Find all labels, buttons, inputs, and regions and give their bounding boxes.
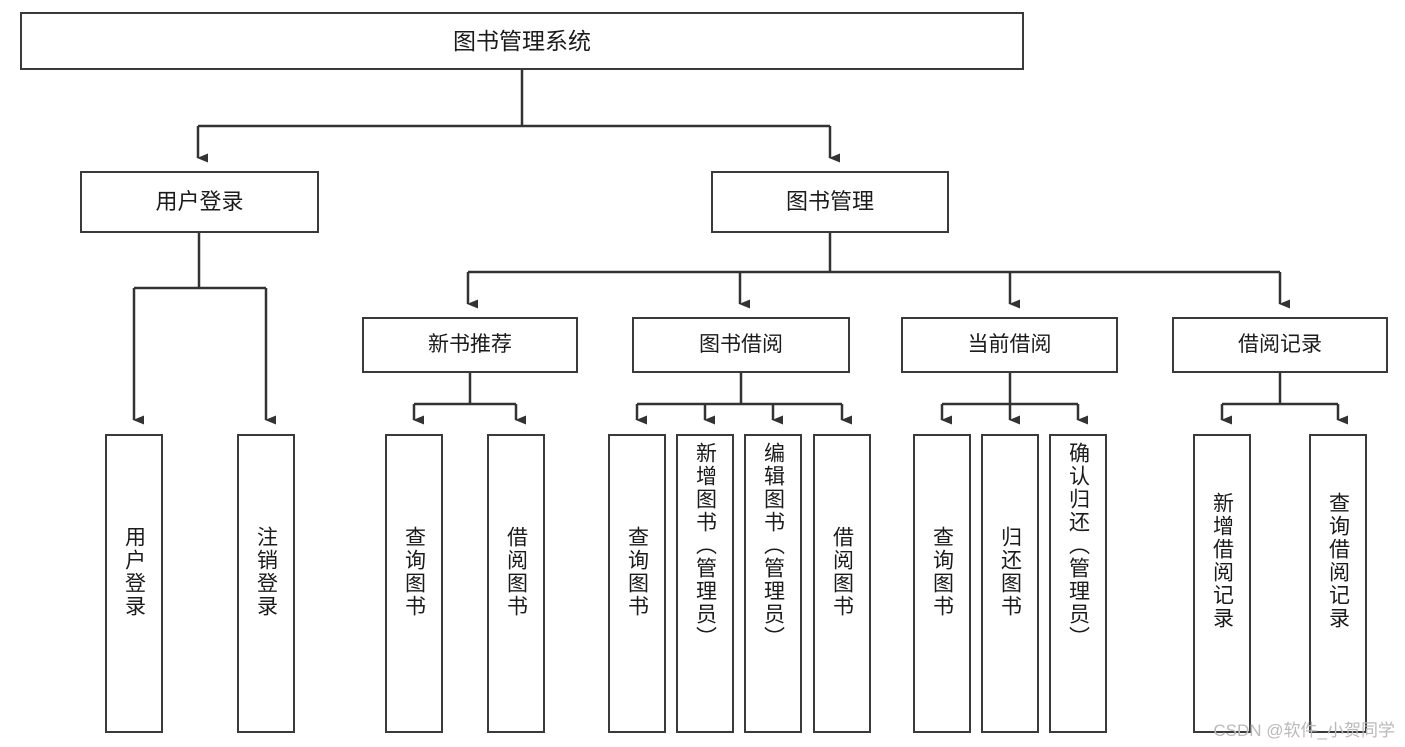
node-label: 借阅记录: [1238, 332, 1322, 356]
node-label: 借阅图书: [830, 526, 854, 618]
node-label: 确认归还（管理员）: [1066, 442, 1090, 649]
node-label: 归还图书: [998, 526, 1022, 618]
node-user-login[interactable]: 用户登录: [80, 171, 319, 233]
node-book-borrow[interactable]: 图书借阅: [632, 317, 850, 373]
node-root-system[interactable]: 图书管理系统: [20, 12, 1024, 70]
node-label: 借阅图书: [504, 526, 528, 618]
node-label: 图书管理系统: [453, 27, 591, 54]
node-book-management[interactable]: 图书管理: [711, 171, 949, 233]
node-borrow-record[interactable]: 借阅记录: [1172, 317, 1388, 373]
leaf-borrow-edit-book-admin[interactable]: 编辑图书（管理员）: [744, 434, 802, 733]
leaf-current-confirm-return-admin[interactable]: 确认归还（管理员）: [1049, 434, 1107, 733]
leaf-record-add-record[interactable]: 新增借阅记录: [1193, 434, 1251, 733]
node-label: 编辑图书（管理员）: [761, 442, 785, 649]
leaf-borrow-add-book-admin[interactable]: 新增图书（管理员）: [676, 434, 734, 733]
node-label: 查询图书: [402, 526, 426, 618]
watermark: CSDN @软件_小贺同学: [1213, 721, 1395, 740]
node-label: 查询图书: [625, 526, 649, 618]
node-label: 查询图书: [930, 526, 954, 618]
leaf-record-query-record[interactable]: 查询借阅记录: [1309, 434, 1367, 733]
node-label: 用户登录: [122, 526, 146, 618]
node-label: 用户登录: [155, 189, 244, 215]
leaf-borrow-borrow-book[interactable]: 借阅图书: [813, 434, 871, 733]
node-new-book-recommend[interactable]: 新书推荐: [362, 317, 578, 373]
node-label: 新增借阅记录: [1210, 492, 1234, 630]
node-label: 新增图书（管理员）: [693, 442, 717, 649]
leaf-user-login-login[interactable]: 用户登录: [105, 434, 163, 733]
node-label: 查询借阅记录: [1326, 492, 1350, 630]
node-label: 当前借阅: [967, 332, 1052, 356]
node-label: 注销登录: [254, 526, 278, 618]
node-label: 新书推荐: [428, 332, 512, 356]
node-label: 图书借阅: [699, 332, 783, 356]
leaf-current-return-book[interactable]: 归还图书: [981, 434, 1039, 733]
leaf-recommend-borrow-book[interactable]: 借阅图书: [487, 434, 545, 733]
node-current-borrow[interactable]: 当前借阅: [901, 317, 1118, 373]
node-label: 图书管理: [785, 189, 874, 215]
leaf-recommend-query-book[interactable]: 查询图书: [385, 434, 443, 733]
leaf-current-query-book[interactable]: 查询图书: [913, 434, 971, 733]
leaf-user-login-logout[interactable]: 注销登录: [237, 434, 295, 733]
leaf-borrow-query-book[interactable]: 查询图书: [608, 434, 666, 733]
